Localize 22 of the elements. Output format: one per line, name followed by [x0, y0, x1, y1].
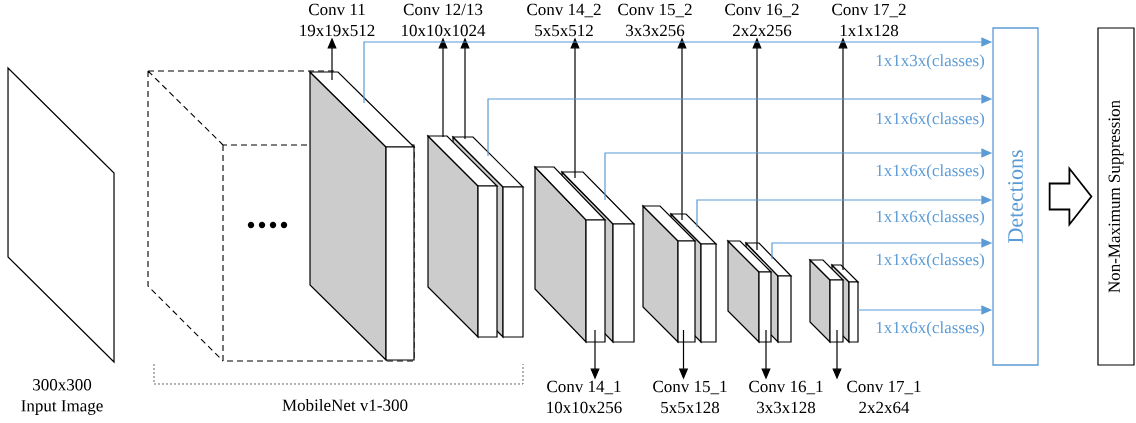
- layer-label: Conv 15_1 5x5x128: [653, 380, 727, 414]
- block-arrow: [1048, 165, 1093, 228]
- edge-label: 1x1x6x(classes): [874, 163, 986, 181]
- node-label: 300x300: [33, 379, 92, 391]
- layer-label: Conv 16_2 2x2x256: [725, 3, 799, 37]
- layer-label: Conv 14_1 10x10x256: [547, 380, 622, 414]
- edge-label: 1x1x6x(classes): [874, 111, 986, 129]
- detections-box: Detections: [992, 27, 1039, 366]
- layer-label: Conv 17_2 1x1x128: [832, 3, 906, 37]
- edge-label: 1x1x3x(classes): [874, 53, 986, 71]
- layer-label: Conv 15_2 3x3x256: [618, 3, 692, 37]
- layer-label: Conv 14_2 5x5x512: [527, 3, 601, 37]
- edge-label: 1x1x6x(classes): [874, 209, 986, 227]
- layer-label: Conv 17_1 2x2x64: [847, 380, 921, 414]
- bracket-label: MobileNet v1-300: [282, 399, 408, 411]
- node-label: Input Image: [21, 400, 103, 415]
- layer-label: Conv 12/13 10x10x1024: [402, 3, 486, 37]
- edge-label: 1x1x6x(classes): [874, 320, 986, 338]
- layer-label: Conv 16_1 3x3x128: [749, 380, 823, 414]
- edge-label: 1x1x6x(classes): [874, 252, 986, 270]
- suppression-box: Non-Maximum Suppression: [1097, 27, 1135, 366]
- layer-label: Conv 11 19x19x512: [300, 3, 375, 37]
